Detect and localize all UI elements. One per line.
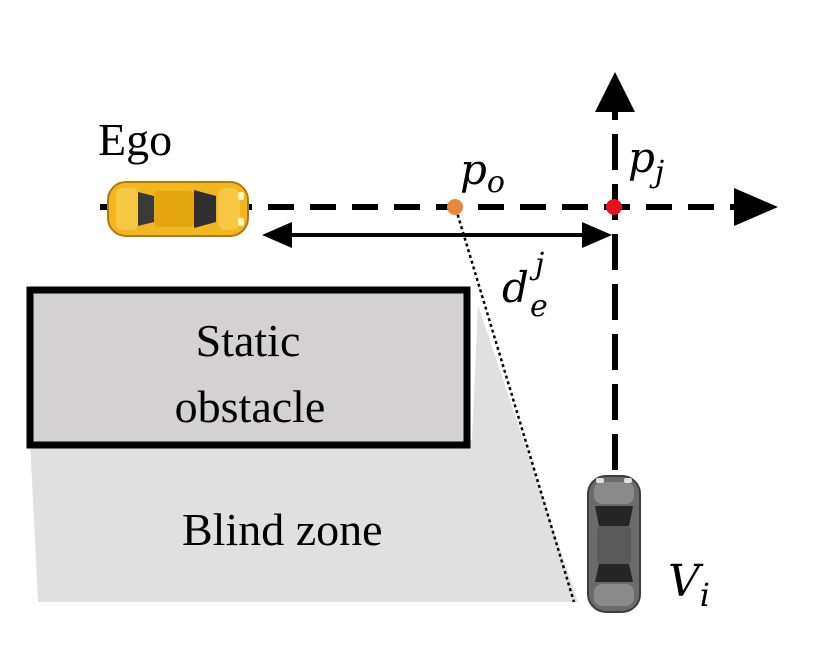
ego-car-icon: [107, 181, 249, 237]
ego-label: Ego: [98, 114, 172, 165]
distance-label: d j e: [502, 247, 548, 324]
other-vehicle-icon: [587, 475, 641, 613]
horizontal-arrowhead: [734, 188, 778, 226]
blind-zone-label: Blind zone: [182, 504, 383, 555]
vehicle-label: Vi: [668, 556, 710, 614]
obstacle-label-line2: obstacle: [175, 381, 326, 432]
point-o-label: po: [460, 145, 505, 200]
vertical-arrowhead: [595, 72, 635, 112]
point-j-label: pj: [628, 133, 664, 190]
static-obstacle-box: [26, 286, 471, 449]
point-j-marker: [606, 199, 622, 215]
svg-text:d: d: [502, 263, 529, 312]
distance-arrowhead-right: [582, 222, 612, 248]
blind-zone-area: [30, 305, 578, 602]
point-o-marker: [447, 199, 463, 215]
distance-arrowhead-left: [262, 222, 292, 248]
svg-text:e: e: [530, 289, 548, 324]
line-of-sight: [454, 208, 576, 603]
obstacle-label-line1: Static: [196, 315, 301, 366]
svg-text:j: j: [529, 247, 544, 282]
